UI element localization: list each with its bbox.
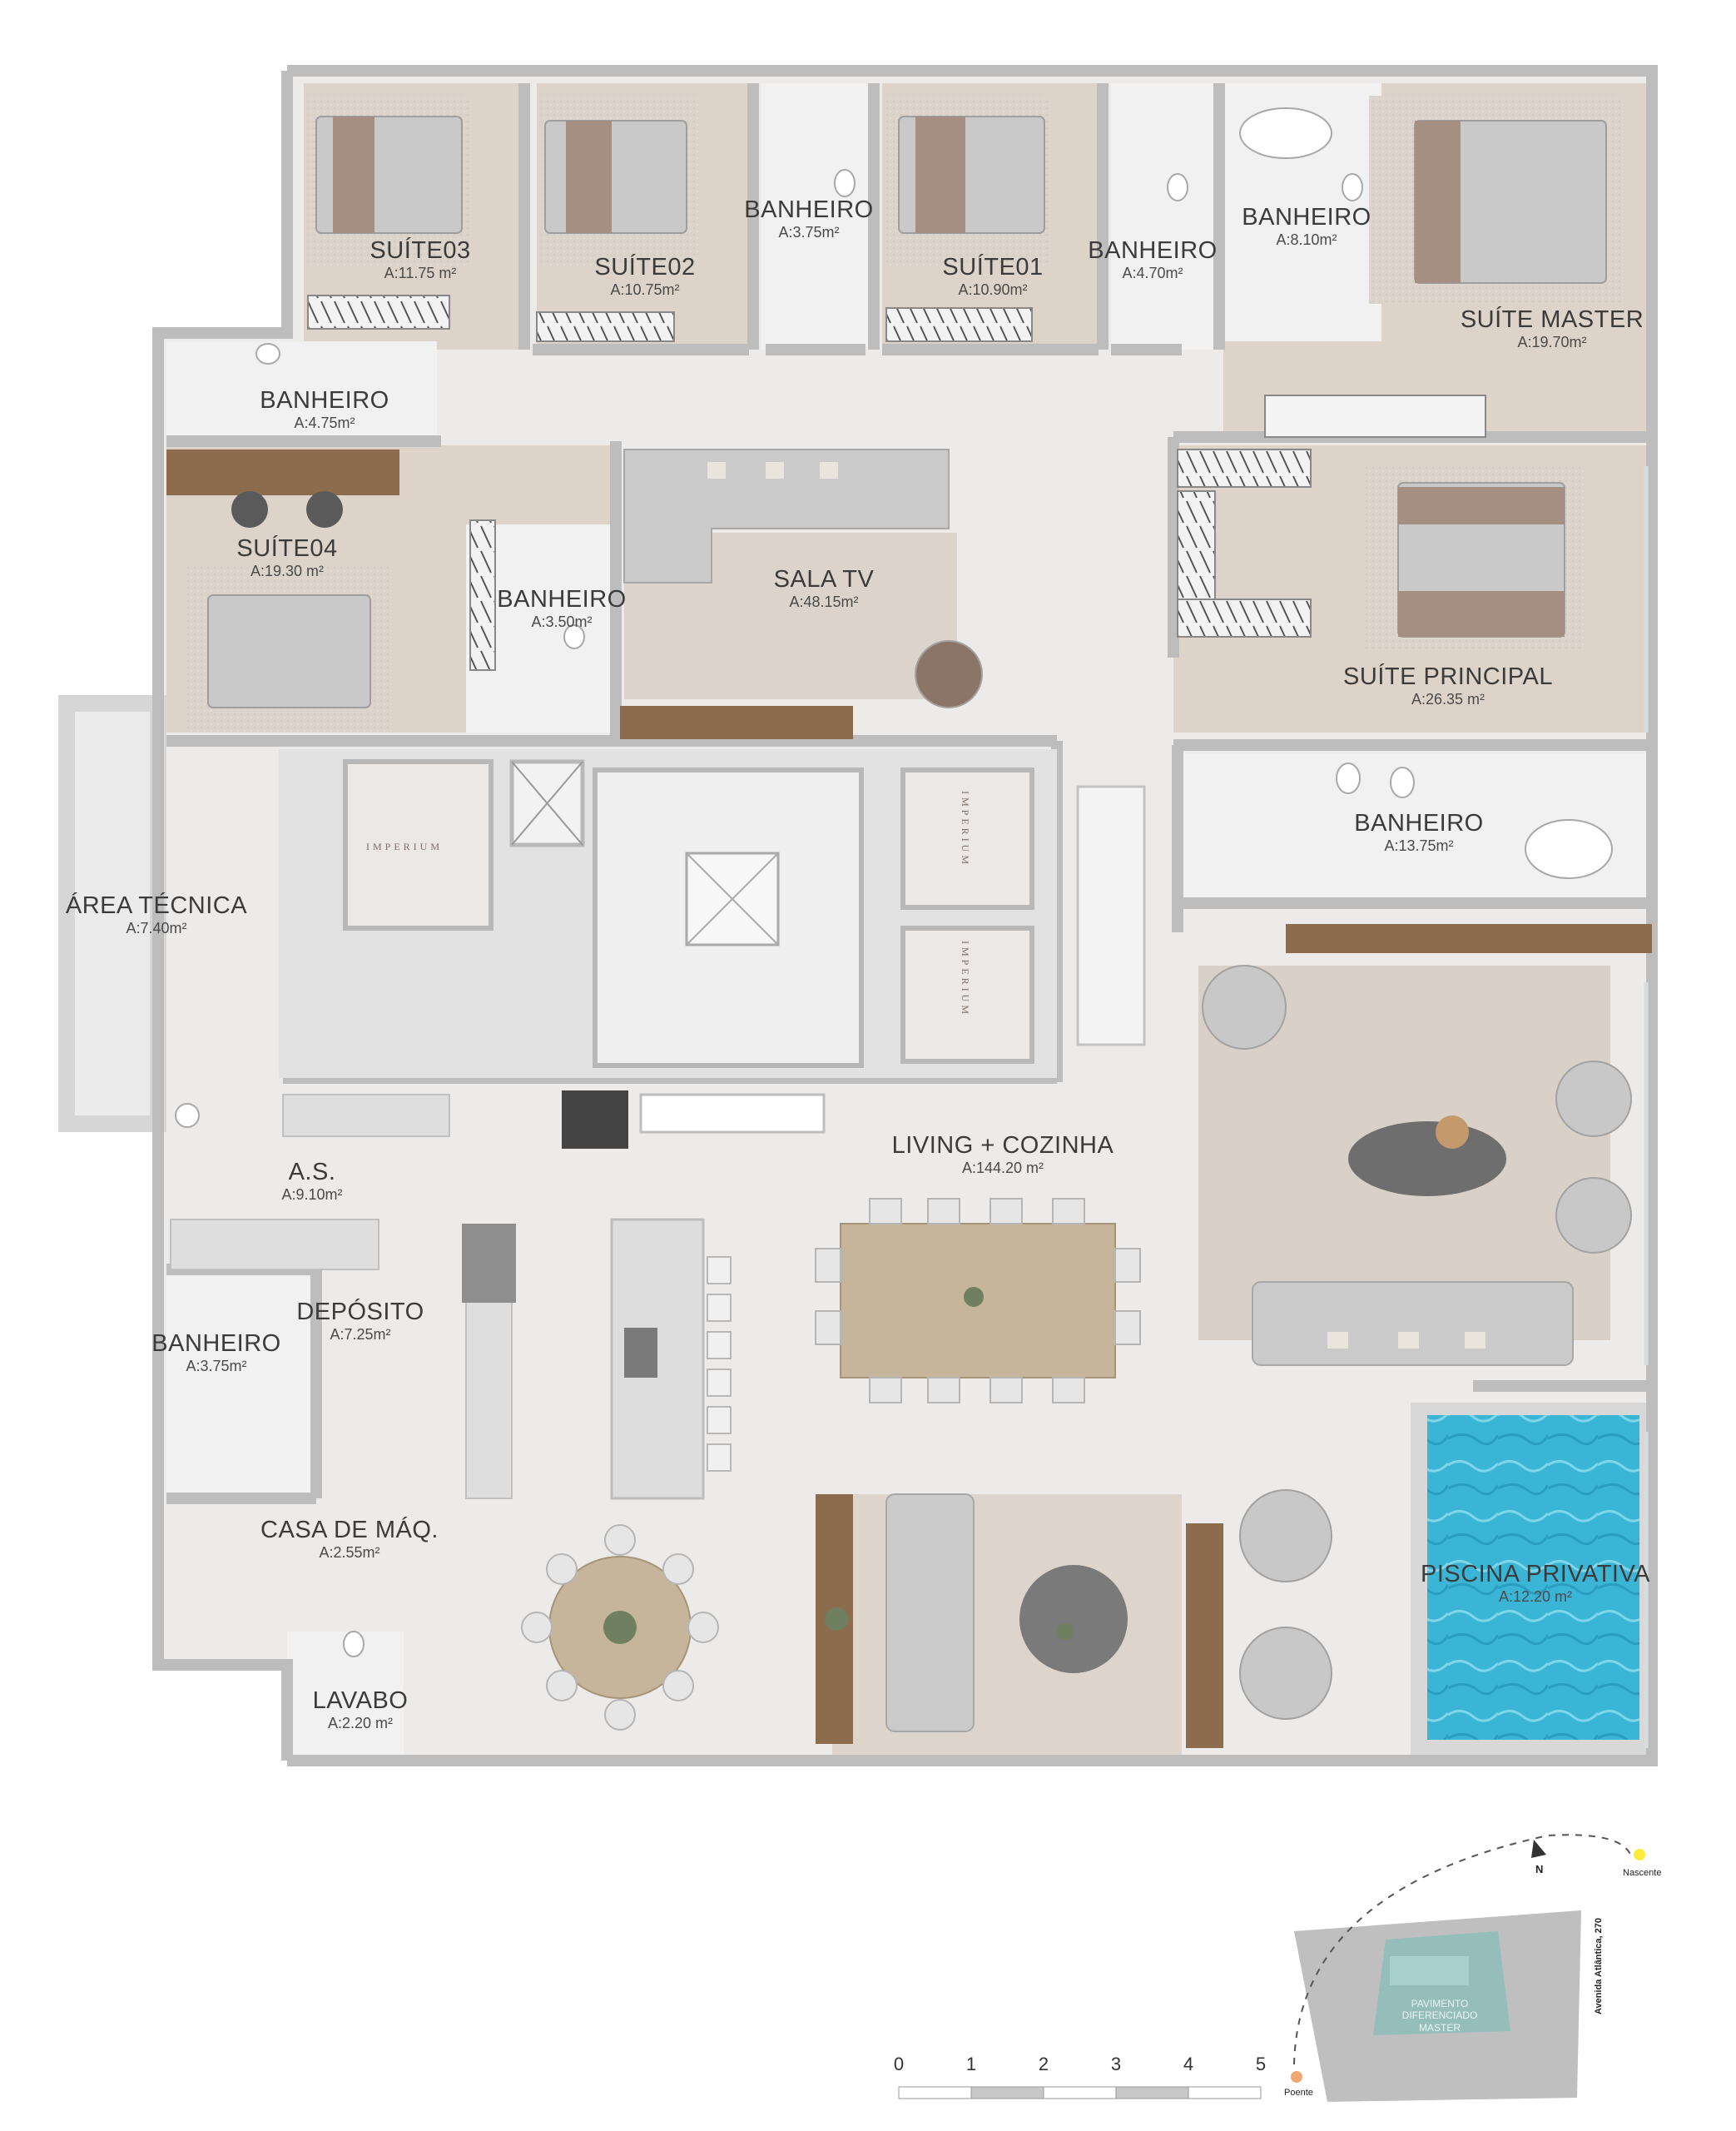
- room-label-bathroom-d: BANHEIRO A:4.75m²: [260, 387, 389, 432]
- room-label-lavabo: LAVABO A:2.20 m²: [313, 1687, 409, 1732]
- room-area: A:4.75m²: [294, 415, 355, 432]
- block-label-line-2: DIFERENCIADO: [1401, 2009, 1478, 2022]
- room-label-sala-tv: SALA TV A:48.15m²: [774, 566, 875, 611]
- room-area: A:4.70m²: [1122, 265, 1183, 282]
- room-area: A:10.90m²: [958, 281, 1028, 299]
- room-label-bathroom-a: BANHEIRO A:3.75m²: [744, 196, 873, 241]
- core: [279, 749, 1146, 1078]
- room-label-suite03: SUÍTE03 A:11.75 m²: [370, 237, 470, 282]
- key-map: [1291, 1834, 1645, 2102]
- scale-tick-0: 0: [893, 2054, 905, 2074]
- room-area: A:7.25m²: [330, 1326, 391, 1344]
- room-area: A:9.10m²: [281, 1186, 343, 1204]
- room-area: A:2.20 m²: [327, 1715, 394, 1732]
- room-area: A:12.20 m²: [1498, 1588, 1573, 1606]
- block-label-line-3: MASTER: [1418, 2021, 1461, 2034]
- room-label-suite-master: SUÍTE MASTER A:19.70m²: [1461, 306, 1644, 351]
- room-name: CASA DE MÁQ.: [260, 1517, 439, 1543]
- room-area: A:10.75m²: [610, 281, 680, 299]
- scale-tick-5: 5: [1255, 2054, 1267, 2074]
- room-label-living-cozinha: LIVING + COZINHA A:144.20 m²: [892, 1132, 1114, 1177]
- room-name: BANHEIRO: [1242, 204, 1371, 231]
- room-name: SUÍTE01: [942, 254, 1044, 281]
- room-name: LAVABO: [312, 1687, 409, 1714]
- room-label-suite04: SUÍTE04 A:19.30 m²: [236, 535, 337, 580]
- scale-tick-3: 3: [1110, 2054, 1122, 2074]
- room-area: A:3.50m²: [531, 613, 593, 631]
- room-label-piscina-privativa: PISCINA PRIVATIVA A:12.20 m²: [1421, 1561, 1650, 1606]
- private-pool: [1411, 1403, 1652, 1756]
- room-name: BANHEIRO: [151, 1330, 281, 1357]
- room-name: SUÍTE PRINCIPAL: [1343, 663, 1553, 690]
- desk-chairs: [231, 491, 343, 528]
- sunset-label: Poente: [1284, 2088, 1313, 2098]
- room-area: A:26.35 m²: [1411, 691, 1486, 708]
- tables: [548, 1115, 1506, 1699]
- room-name: BANHEIRO: [744, 196, 874, 223]
- room-name: BANHEIRO: [260, 387, 389, 414]
- room-label-bathroom-b: BANHEIRO A:4.70m²: [1088, 237, 1217, 282]
- room-label-bathroom-e: BANHEIRO A:3.50m²: [497, 586, 626, 631]
- room-area: A:8.10m²: [1276, 231, 1337, 249]
- street-label: Avenida Atlântica, 270: [1594, 1918, 1604, 2014]
- room-area: A:19.70m²: [1517, 334, 1587, 351]
- room-name: BANHEIRO: [1354, 810, 1484, 837]
- elevator-brand-1: IMPERIUM: [366, 841, 444, 852]
- room-label-suite02: SUÍTE02 A:10.75m²: [594, 254, 695, 299]
- armchairs: [915, 640, 1632, 1720]
- room-area: A:2.55m²: [319, 1544, 380, 1562]
- room-area: A:3.75m²: [186, 1358, 247, 1375]
- scale-tick-1: 1: [965, 2054, 977, 2074]
- room-label-suite-principal: SUÍTE PRINCIPAL A:26.35 m²: [1343, 663, 1553, 708]
- room-area: A:3.75m²: [778, 224, 840, 241]
- room-label-area-servico: A.S. A:9.10m²: [281, 1159, 342, 1204]
- room-label-deposito: DEPÓSITO A:7.25m²: [296, 1299, 424, 1344]
- wood-furniture: [166, 450, 1652, 1748]
- room-label-area-tecnica: ÁREA TÉCNICA A:7.40m²: [66, 892, 247, 937]
- plants: [603, 1287, 1074, 1644]
- elevator-brand-2: IMPERIUM: [960, 791, 971, 868]
- block-label-line-1: PAVIMENTO: [1411, 1998, 1469, 2009]
- room-area: A:7.40m²: [126, 920, 187, 937]
- room-area: A:11.75 m²: [384, 265, 457, 282]
- dining-chairs: [521, 1198, 1141, 1731]
- sunrise-label: Nascente: [1623, 1868, 1662, 1878]
- room-area: A:19.30 m²: [250, 563, 325, 580]
- bar-stools: [707, 1256, 732, 1472]
- room-name: BANHEIRO: [1088, 237, 1218, 264]
- room-name: LIVING + COZINHA: [891, 1132, 1114, 1159]
- elevator-brand-3: IMPERIUM: [960, 941, 971, 1018]
- scale-tick-4: 4: [1183, 2054, 1194, 2074]
- room-label-suite01: SUÍTE01 A:10.90m²: [942, 254, 1043, 299]
- room-name: SUÍTE MASTER: [1460, 306, 1644, 333]
- room-name: SUÍTE03: [370, 237, 471, 264]
- room-name: SALA TV: [773, 566, 875, 593]
- room-label-bathroom-g: BANHEIRO A:3.75m²: [151, 1330, 280, 1375]
- room-area: A:48.15m²: [789, 594, 859, 611]
- scale-tick-2: 2: [1038, 2054, 1049, 2074]
- closets: [307, 295, 1486, 671]
- room-label-bathroom-c: BANHEIRO A:8.10m²: [1242, 204, 1371, 249]
- room-area: A:13.75m²: [1384, 837, 1454, 855]
- cushions: [707, 462, 1486, 1349]
- block-label: PAVIMENTO DIFERENCIADO MASTER: [1402, 1998, 1478, 2034]
- room-name: PISCINA PRIVATIVA: [1420, 1561, 1651, 1587]
- kitchen: [170, 1090, 826, 1500]
- room-area: A:144.20 m²: [961, 1160, 1044, 1177]
- north-label: N: [1535, 1863, 1544, 1875]
- scale-bar: [898, 2086, 1262, 2099]
- room-label-casa-maquinas: CASA DE MÁQ. A:2.55m²: [260, 1517, 439, 1562]
- room-label-bathroom-f: BANHEIRO A:13.75m²: [1354, 810, 1483, 855]
- room-name: ÁREA TÉCNICA: [65, 892, 248, 919]
- room-name: BANHEIRO: [497, 586, 627, 613]
- room-name: DEPÓSITO: [296, 1299, 424, 1325]
- room-name: A.S.: [288, 1159, 336, 1185]
- room-name: SUÍTE02: [594, 254, 696, 281]
- bed-throws: [333, 117, 1565, 637]
- room-name: SUÍTE04: [236, 535, 338, 562]
- bath-fixtures: [175, 107, 1613, 1657]
